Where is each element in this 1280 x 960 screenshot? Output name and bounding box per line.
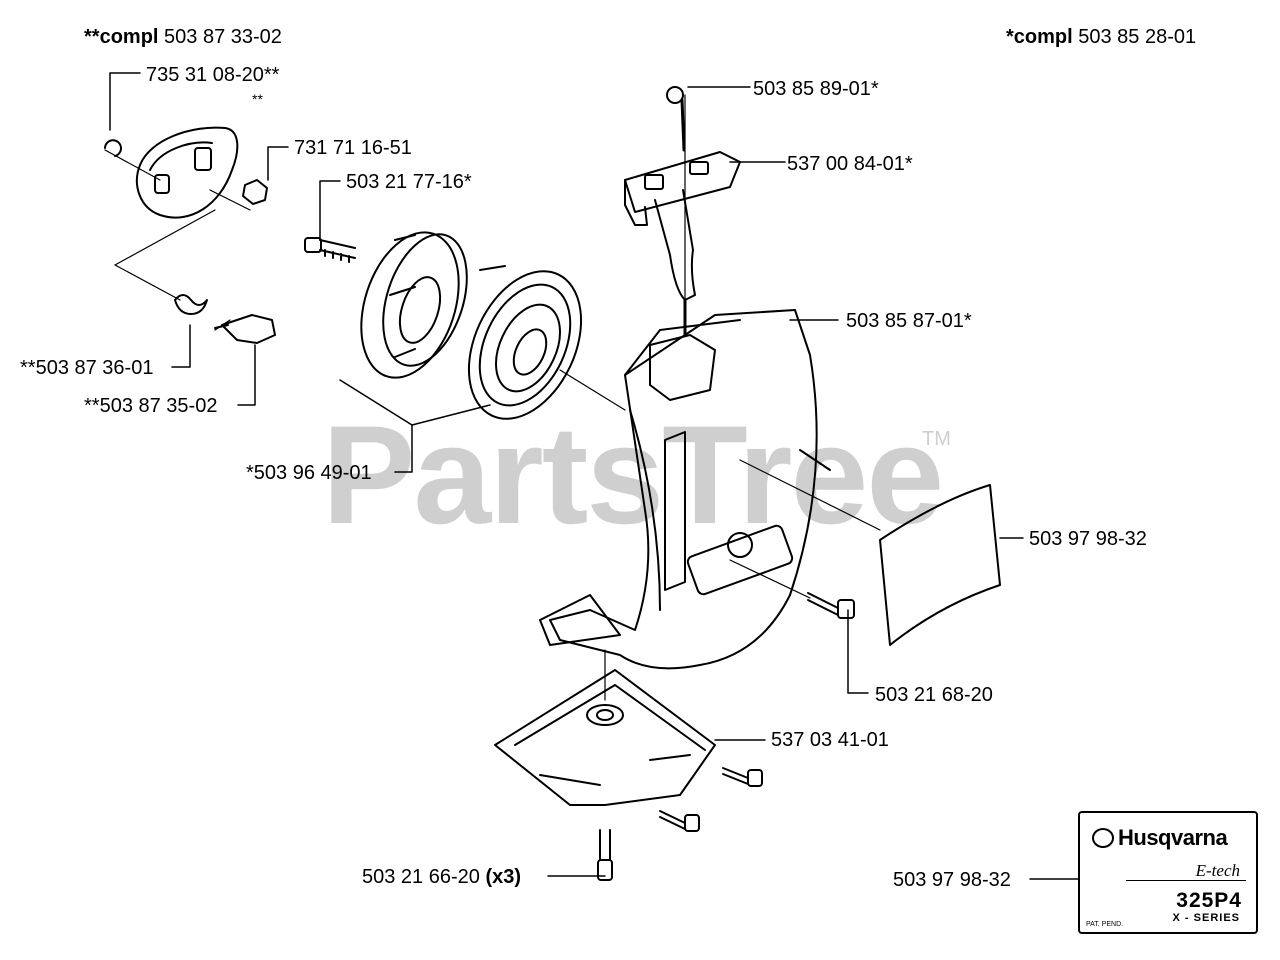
model-decal: Husqvarna E-tech 325P4 X - SERIES PAT. P…	[1078, 811, 1258, 934]
husqvarna-crown-icon	[1092, 828, 1114, 848]
part-label[interactable]: 537 00 84-01*	[787, 153, 913, 175]
part-label: **	[252, 91, 263, 107]
part-label[interactable]: 503 85 89-01*	[753, 78, 879, 100]
decal-series: X - SERIES	[1172, 912, 1240, 924]
decal-brand: Husqvarna	[1092, 825, 1228, 851]
decal-brand-text: Husqvarna	[1118, 825, 1228, 850]
part-qty: (x3)	[485, 866, 522, 888]
part-label[interactable]: **503 87 36-01	[20, 357, 154, 379]
assembly-lines	[104, 94, 881, 701]
leader-lines	[109, 72, 1079, 880]
decal-sheet	[879, 484, 1001, 646]
starter-handle	[624, 86, 741, 337]
recoil-spring	[467, 265, 583, 420]
part-label[interactable]: 503 97 98-32	[1029, 528, 1147, 550]
header-left-number: 503 87 33-02	[164, 26, 282, 48]
decal-model: 325P4	[1176, 889, 1242, 912]
bottom-plate	[494, 669, 716, 806]
part-label[interactable]: *503 96 49-01	[246, 462, 372, 484]
header-right-prefix: *compl	[1006, 26, 1073, 48]
part-label[interactable]: **503 87 35-02	[84, 395, 218, 417]
decal-patent: PAT. PEND.	[1086, 921, 1124, 928]
spring-pawl	[174, 294, 276, 344]
bolt-right	[807, 592, 855, 619]
watermark-trademark: TM	[922, 428, 951, 450]
pawl-cover	[104, 126, 268, 219]
starter-pulley	[360, 231, 468, 379]
header-left: **compl 503 87 33-02	[84, 26, 282, 48]
header-left-prefix: **compl	[84, 26, 159, 48]
lower-screws	[597, 767, 763, 881]
part-label-with-qty[interactable]: 503 21 66-20 (x3)	[362, 866, 521, 888]
decal-divider	[1126, 880, 1246, 881]
bolt-upper	[304, 237, 356, 263]
part-label[interactable]: 735 31 08-20**	[146, 64, 280, 86]
part-number: 503 21 66-20	[362, 866, 480, 888]
part-label[interactable]: 503 21 68-20	[875, 684, 993, 706]
starter-housing	[539, 309, 831, 670]
header-right: *compl 503 85 28-01	[1006, 26, 1196, 48]
part-label[interactable]: 503 21 77-16*	[346, 171, 472, 193]
header-right-number: 503 85 28-01	[1078, 26, 1197, 48]
decal-tagline: E-tech	[1195, 861, 1240, 880]
part-label[interactable]: 503 97 98-32	[893, 869, 1011, 891]
part-label[interactable]: 731 71 16-51	[294, 137, 412, 159]
part-label[interactable]: 503 85 87-01*	[846, 310, 972, 332]
part-label[interactable]: 537 03 41-01	[771, 729, 889, 751]
